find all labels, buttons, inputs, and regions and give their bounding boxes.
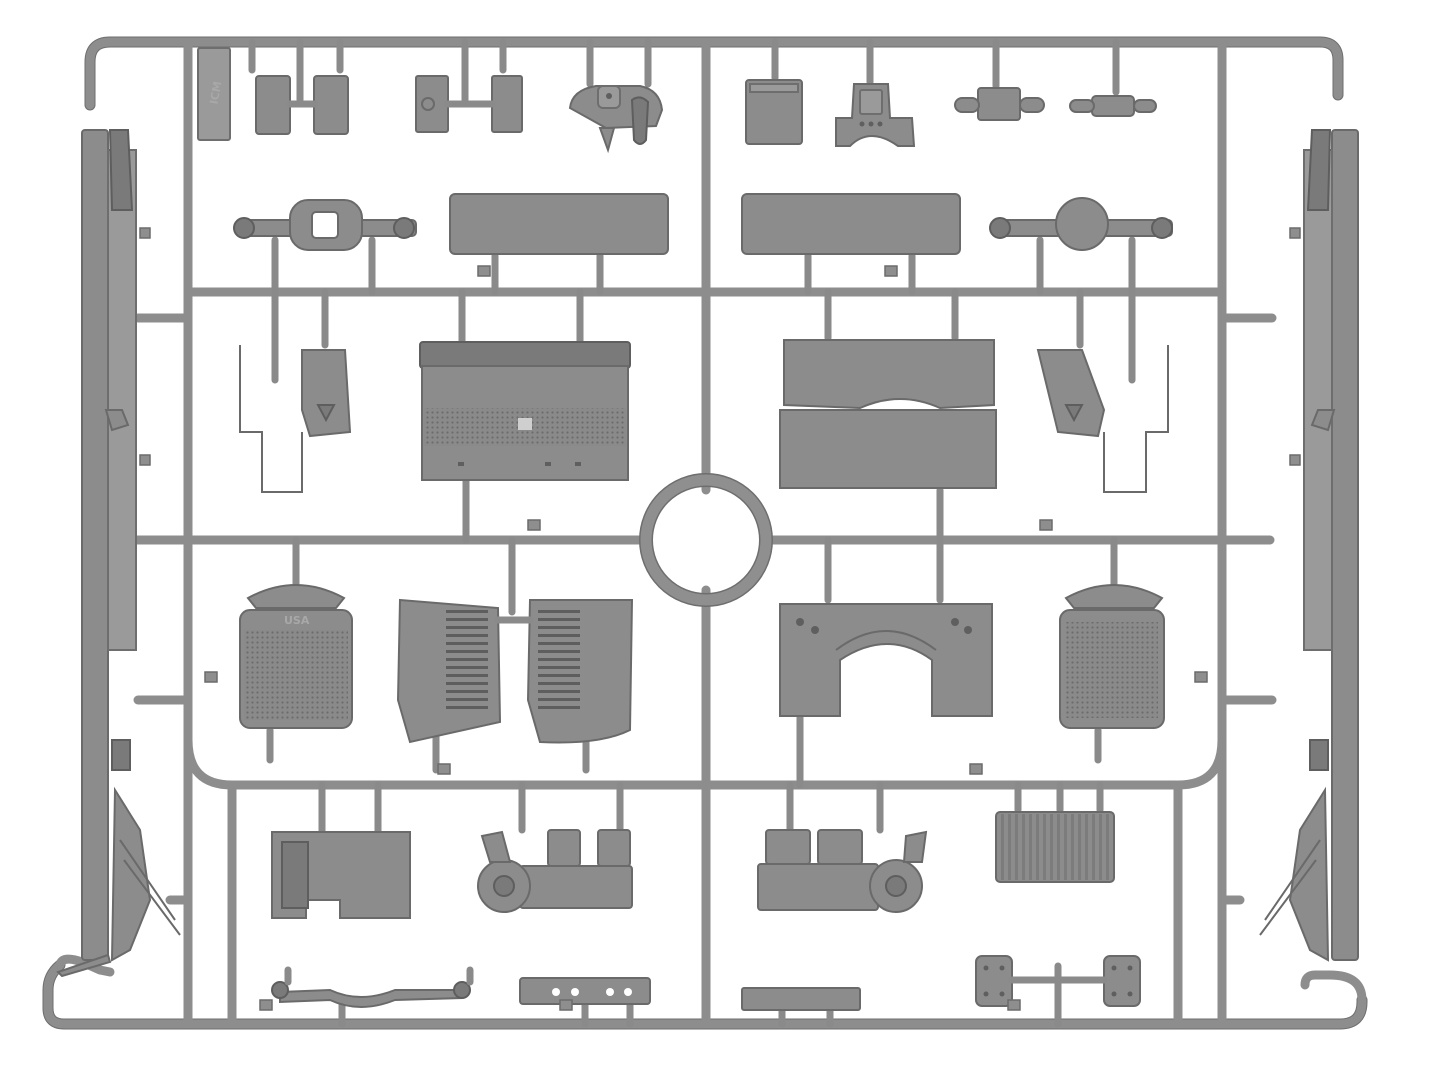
oil-pan — [271, 781, 411, 919]
rear-axle-right — [989, 197, 1173, 296]
shock-absorbers — [954, 38, 1157, 121]
outer-runner — [42, 36, 1368, 1030]
rear-axle-left — [233, 199, 417, 296]
seat-back-right — [741, 193, 961, 296]
radiator-left: USA — [239, 536, 353, 764]
inner-runners — [138, 42, 1277, 1029]
frame-rail-left — [56, 129, 181, 978]
bar-part — [741, 987, 861, 1028]
differential-right — [757, 781, 928, 913]
seat-back-left — [449, 193, 669, 296]
tab-top-left: ICM — [197, 47, 231, 141]
support-nubs — [204, 265, 1208, 1011]
frame-rail-right — [1259, 129, 1359, 962]
floor-panel — [779, 288, 997, 544]
small-brackets — [415, 38, 523, 133]
dashboard — [779, 536, 993, 789]
center-ring — [639, 473, 773, 607]
grille — [995, 781, 1115, 883]
front-axle-beam — [271, 966, 474, 1028]
instrument-housing — [835, 38, 916, 147]
firewall — [419, 288, 631, 544]
transfer-case-lever — [568, 38, 664, 154]
emboss-usa-mark: USA — [284, 614, 310, 627]
seat-cushions — [248, 38, 349, 135]
instrument-housing-left — [745, 38, 803, 145]
emboss-icm-mark: ICM — [208, 80, 225, 105]
wheel-hubs-pair — [975, 955, 1141, 1028]
differential-left — [477, 781, 633, 913]
radiator-right — [1059, 536, 1165, 764]
bracket-right — [1036, 288, 1169, 493]
bumper-bracket — [519, 977, 651, 1028]
bracket-left — [239, 288, 352, 493]
hood-side-panels — [396, 536, 634, 774]
